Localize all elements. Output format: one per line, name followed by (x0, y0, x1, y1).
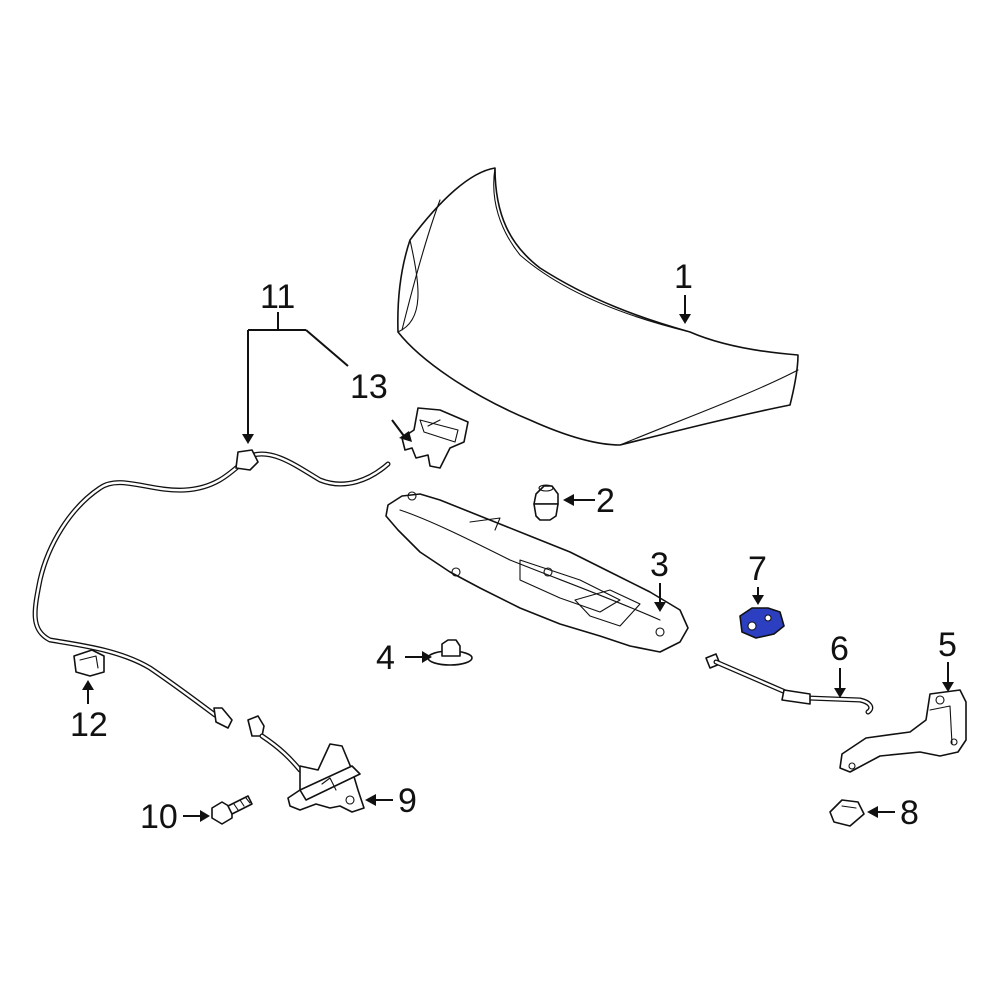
callout-10: 10 (140, 798, 178, 836)
callout-5: 5 (938, 626, 957, 664)
part-release-handle (401, 407, 469, 469)
part-latch (287, 743, 365, 813)
callout-12: 12 (70, 706, 108, 744)
callout-labels: 1 2 3 4 5 6 7 8 9 10 11 12 13 (70, 258, 957, 836)
part-bumper (533, 484, 559, 521)
callout-7: 7 (748, 550, 767, 588)
callout-13: 13 (350, 368, 388, 406)
callout-8: 8 (900, 794, 919, 832)
callout-2: 2 (596, 482, 615, 520)
part-strut-bracket-highlighted (739, 607, 785, 639)
callout-9: 9 (398, 782, 417, 820)
callout-3: 3 (650, 546, 669, 584)
leader-lines (82, 295, 954, 822)
part-retainer (427, 639, 473, 666)
callout-4: 4 (376, 639, 395, 677)
part-clip (73, 649, 105, 677)
part-bolt (211, 795, 253, 825)
part-hinge (839, 689, 967, 773)
callout-1: 1 (674, 258, 693, 296)
part-insulator (385, 491, 689, 653)
callout-11: 11 (260, 278, 295, 316)
part-hood (397, 167, 799, 446)
part-nut (829, 799, 865, 827)
part-release-cable (32, 449, 391, 773)
part-prop-rod (705, 653, 874, 715)
callout-6: 6 (830, 630, 849, 668)
